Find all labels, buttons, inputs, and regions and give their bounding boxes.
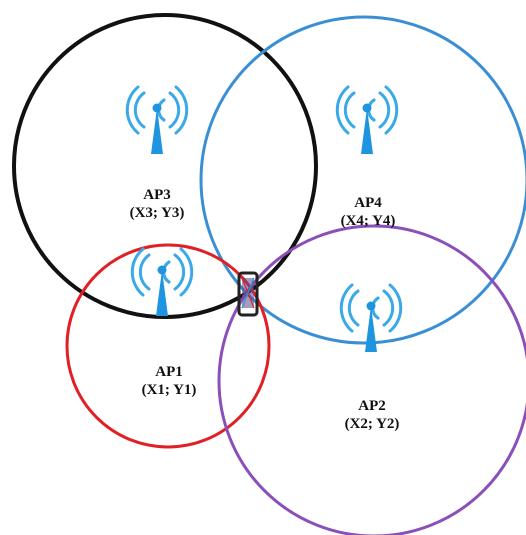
ap1-name: AP1 <box>155 364 183 380</box>
ap3-coverage-circle <box>12 13 318 319</box>
ap1-antenna-icon <box>130 247 194 318</box>
ap3-coords: (X3; Y3) <box>129 205 185 221</box>
ap3-name: AP3 <box>143 187 171 203</box>
ap4-name: AP4 <box>354 195 382 211</box>
ap1-label: AP1 (X1; Y1) <box>109 363 229 399</box>
smartphone-icon <box>237 271 259 317</box>
ap4-antenna-icon <box>335 85 399 156</box>
ap4-label: AP4 (X4; Y4) <box>308 194 428 230</box>
ap2-name: AP2 <box>358 398 386 414</box>
ap3-label: AP3 (X3; Y3) <box>97 186 217 222</box>
ap2-label: AP2 (X2; Y2) <box>312 397 432 433</box>
ap2-coverage-circle <box>217 224 526 535</box>
ap1-coords: (X1; Y1) <box>141 382 197 398</box>
ap1-coverage-circle <box>65 243 271 449</box>
ap3-antenna-icon <box>125 85 189 156</box>
ap4-coords: (X4; Y4) <box>340 213 396 229</box>
ap2-coords: (X2; Y2) <box>344 416 400 432</box>
ap4-coverage-circle <box>199 15 526 345</box>
